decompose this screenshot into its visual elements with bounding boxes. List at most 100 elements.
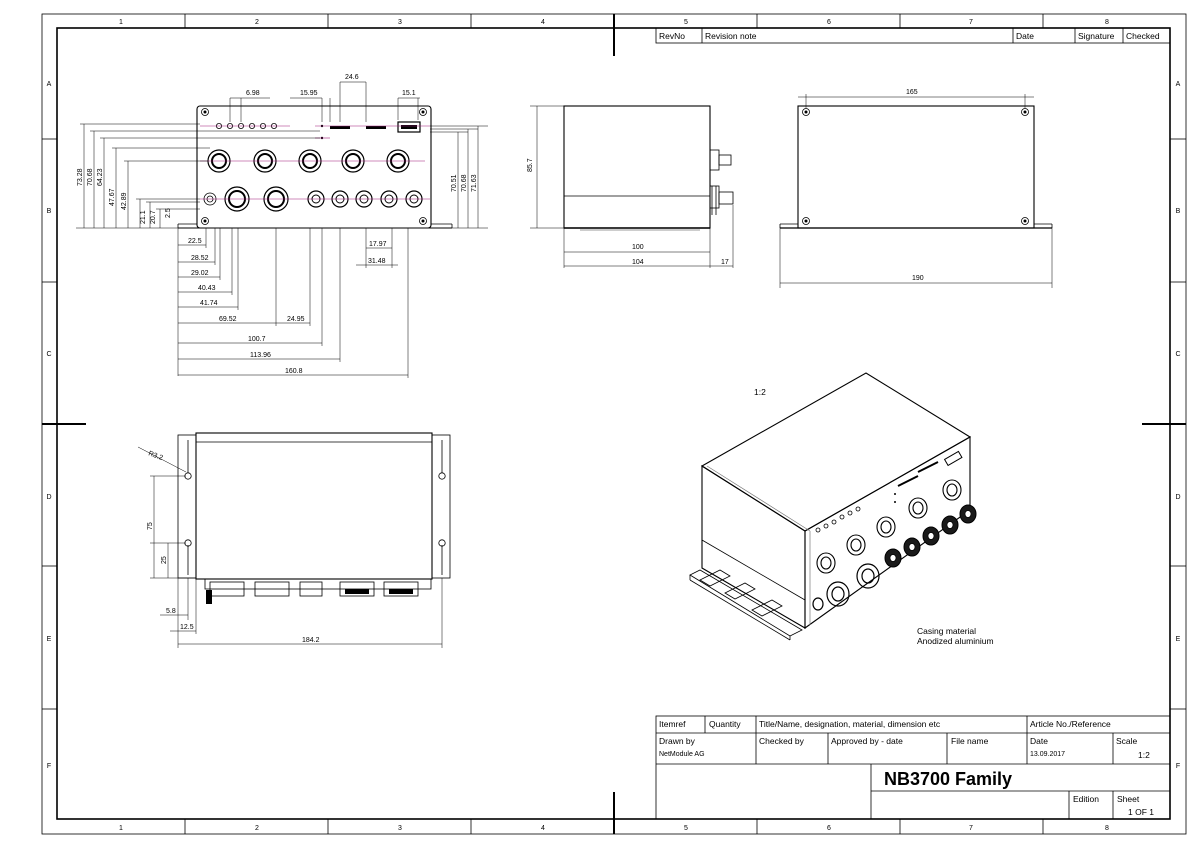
dim-label: 70.68 xyxy=(87,168,94,186)
dim-label: 184.2 xyxy=(302,637,320,644)
tb-file-name-label: File name xyxy=(951,736,989,746)
column-ticks xyxy=(42,14,1186,834)
rev-header-checked: Checked xyxy=(1126,31,1160,41)
dim-label: 20.7 xyxy=(150,210,157,224)
tb-title-label: Title/Name, designation, material, dimen… xyxy=(759,719,941,729)
dim-label: 15.95 xyxy=(300,90,318,97)
bottom-dimension-lines xyxy=(177,228,409,378)
col-label: 8 xyxy=(1105,825,1109,832)
front-view: 73.28 70.68 64.23 47.67 42.89 21.1 20.7 … xyxy=(76,74,488,378)
tb-checked-by-label: Checked by xyxy=(759,736,805,746)
title-block: Itemref Quantity Title/Name, designation… xyxy=(655,715,1171,820)
dim-label: 85.7 xyxy=(527,158,534,172)
row-label: B xyxy=(1176,208,1181,215)
center-lines xyxy=(200,125,430,200)
row-label: A xyxy=(47,81,52,88)
dim-label: 64.23 xyxy=(97,168,104,186)
dim-label: 160.8 xyxy=(285,368,303,375)
row-label: F xyxy=(47,763,51,770)
dim-label: 28.52 xyxy=(191,255,209,262)
dim-label: 190 xyxy=(912,275,924,282)
row-label: A xyxy=(1176,81,1181,88)
col-label: 1 xyxy=(119,19,123,26)
top-dimension-lines xyxy=(229,81,420,122)
dim-label: 17 xyxy=(721,259,729,266)
col-label: 4 xyxy=(541,19,545,26)
right-dimension-lines xyxy=(430,125,488,229)
tb-itemref: Itemref xyxy=(659,719,686,729)
dim-label: 113.96 xyxy=(250,352,271,359)
tb-approved-label: Approved by - date xyxy=(831,736,903,746)
col-label: 3 xyxy=(398,19,402,26)
connector-strip xyxy=(209,581,419,597)
dim-label: 29.02 xyxy=(191,270,209,277)
dim-label: 100.7 xyxy=(248,336,266,343)
row-label: D xyxy=(1175,494,1180,501)
dim-label: 17.97 xyxy=(369,241,387,248)
dim-label: 165 xyxy=(906,89,918,96)
tb-date-label: Date xyxy=(1030,736,1048,746)
col-label: 6 xyxy=(827,19,831,26)
col-label: 7 xyxy=(969,19,973,26)
tb-scale: 1:2 xyxy=(1138,750,1150,760)
dim-label: 21.1 xyxy=(140,210,147,224)
col-label: 8 xyxy=(1105,19,1109,26)
screw-icon xyxy=(201,108,427,225)
dim-label: 2.5 xyxy=(165,208,172,218)
col-label: 2 xyxy=(255,825,259,832)
tb-sheet: 1 OF 1 xyxy=(1128,807,1154,817)
row-label: C xyxy=(46,351,51,358)
iso-scale-label: 1:2 xyxy=(754,387,766,397)
dim-label: 70.68 xyxy=(461,174,468,192)
dim-label: 69.52 xyxy=(219,316,237,323)
isometric-view xyxy=(689,372,977,641)
rev-header-revno: RevNo xyxy=(659,31,685,41)
dim-label: 22.5 xyxy=(188,238,202,245)
outer-frame xyxy=(41,13,1187,835)
center-marks xyxy=(42,14,1186,834)
column-labels: 1 2 3 4 5 6 7 8 1 2 3 4 5 6 7 8 xyxy=(119,19,1109,832)
row-labels: A B C D E F A B C D E F xyxy=(46,81,1180,770)
col-label: 4 xyxy=(541,825,545,832)
row-label: E xyxy=(1176,636,1181,643)
row-label: D xyxy=(46,494,51,501)
dim-label: 41.74 xyxy=(200,300,218,307)
dim-label: 24.6 xyxy=(345,74,359,81)
dim-label: 71.63 xyxy=(471,174,478,192)
tb-drawn-by-label: Drawn by xyxy=(659,736,696,746)
dim-label: 70.51 xyxy=(451,174,458,192)
dim-label: 31.48 xyxy=(368,258,386,265)
tb-scale-label: Scale xyxy=(1116,736,1138,746)
dim-label: 100 xyxy=(632,244,644,251)
rear-view: 165 190 xyxy=(779,89,1053,288)
col-label: 3 xyxy=(398,825,402,832)
rev-header-signature: Signature xyxy=(1078,31,1115,41)
dim-label: 47.67 xyxy=(109,188,116,206)
col-label: 5 xyxy=(684,19,688,26)
col-label: 5 xyxy=(684,825,688,832)
casing-note-line1: Casing material xyxy=(917,626,976,636)
dim-label: 75 xyxy=(147,522,154,530)
row-label: E xyxy=(47,636,52,643)
row-label: C xyxy=(1175,351,1180,358)
revision-table: RevNo Revision note Date Signature Check… xyxy=(655,27,1171,44)
dim-label: 5.8 xyxy=(166,608,176,615)
dim-label: 104 xyxy=(632,259,644,266)
tb-edition-label: Edition xyxy=(1073,794,1099,804)
row-label: F xyxy=(1176,763,1180,770)
tb-drawn-by: NetModule AG xyxy=(659,751,705,758)
dim-label: 40.43 xyxy=(198,285,216,292)
tb-sheet-label: Sheet xyxy=(1117,794,1140,804)
rev-header-date: Date xyxy=(1016,31,1034,41)
rev-header-note: Revision note xyxy=(705,31,757,41)
col-label: 2 xyxy=(255,19,259,26)
col-label: 1 xyxy=(119,825,123,832)
sim-slot xyxy=(366,126,386,129)
col-label: 6 xyxy=(827,825,831,832)
left-dimension-lines xyxy=(76,123,320,229)
casing-note-line2: Anodized aluminium xyxy=(917,636,994,646)
inner-frame xyxy=(56,27,1171,820)
usb-port xyxy=(397,121,421,133)
side-view: 85.7 100 104 17 xyxy=(527,105,734,268)
